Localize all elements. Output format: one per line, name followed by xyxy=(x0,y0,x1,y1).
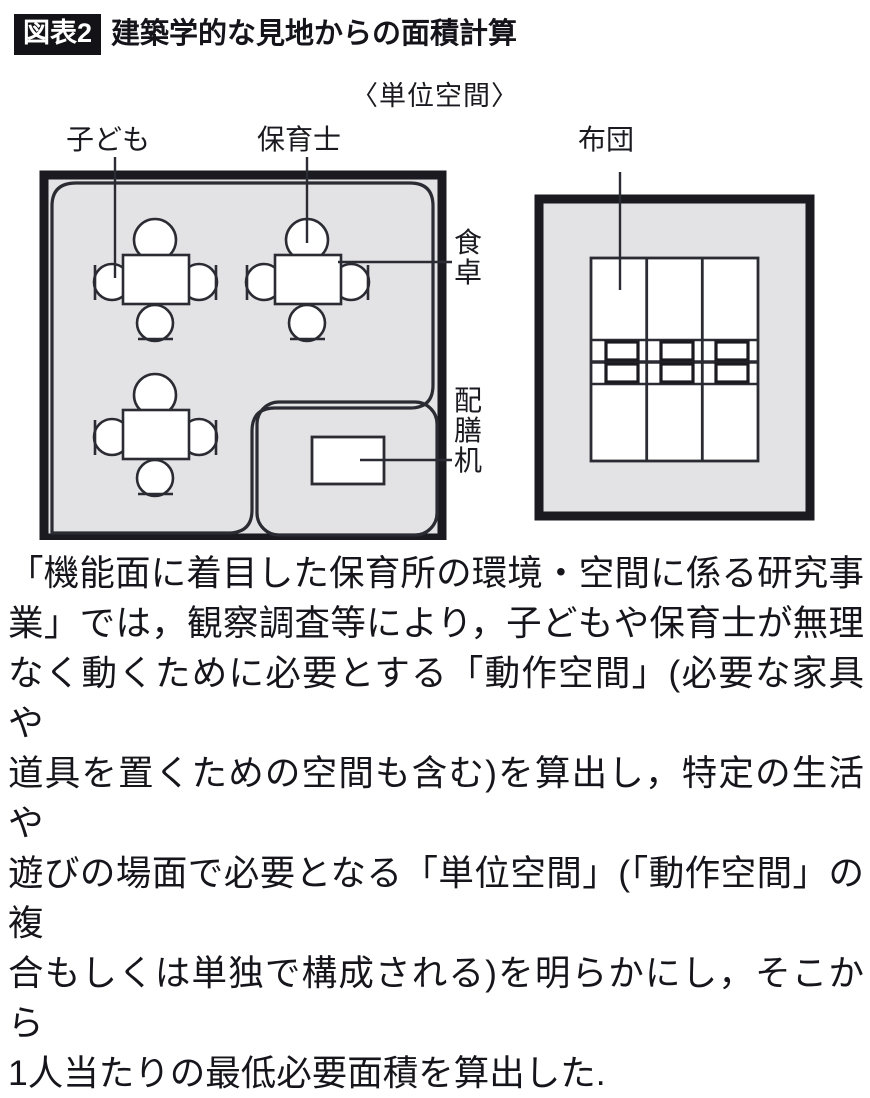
table-unit xyxy=(92,217,219,343)
right-futon-panel xyxy=(534,172,815,521)
diagram-label-child: 子ども xyxy=(66,124,151,155)
table-unit xyxy=(92,372,219,498)
unit-space-outline-sub xyxy=(255,400,439,537)
body-line: 1人当たりの最低必要面積を算出した. xyxy=(8,1053,606,1093)
pillow xyxy=(714,340,750,384)
diagram-label-serving-desk: 配膳机 xyxy=(453,385,482,477)
page-title: 建築学的な見地からの面積計算 xyxy=(111,18,518,50)
figure-diagram: 子ども 保育士 布団 食卓 配膳机 xyxy=(0,110,870,540)
pillow xyxy=(659,340,695,384)
diagram-label-futon: 布団 xyxy=(578,124,635,155)
body-line: 遊びの場面で必要となる「単位空間」(「動作空間」の複 xyxy=(8,853,864,943)
unit-space-outline-main xyxy=(50,181,435,535)
body-line: 合もしくは単独で構成される)を明らかにし，そこから xyxy=(8,953,864,1043)
figure-header: 図表2 建築学的な見地からの面積計算 xyxy=(14,14,517,55)
pillow xyxy=(604,340,640,384)
body-line: 業」では，観察調査等により，子どもや保育士が無理 xyxy=(8,603,864,643)
diagram-label-caregiver: 保育士 xyxy=(257,124,342,155)
dining-table-top xyxy=(121,408,191,461)
left-room-panel xyxy=(39,157,452,540)
figure-subtitle: 〈単位空間〉 xyxy=(351,81,519,111)
figure-number-badge: 図表2 xyxy=(14,14,102,55)
body-line: 道具を置くための空間も含む)を算出し，特定の生活や xyxy=(8,753,864,843)
body-line: なく動くために必要とする「動作空間」(必要な家具や xyxy=(8,653,864,743)
body-line: 「機能面に着目した保育所の環境・空間に係る研究事 xyxy=(8,553,864,593)
dining-table-top xyxy=(121,253,191,306)
body-paragraph: 「機能面に着目した保育所の環境・空間に係る研究事 業」では，観察調査等により，子… xyxy=(8,548,864,1098)
diagram-label-dining-table: 食卓 xyxy=(453,227,482,289)
dining-table-top xyxy=(273,253,343,306)
diagram-canvas xyxy=(39,157,815,540)
